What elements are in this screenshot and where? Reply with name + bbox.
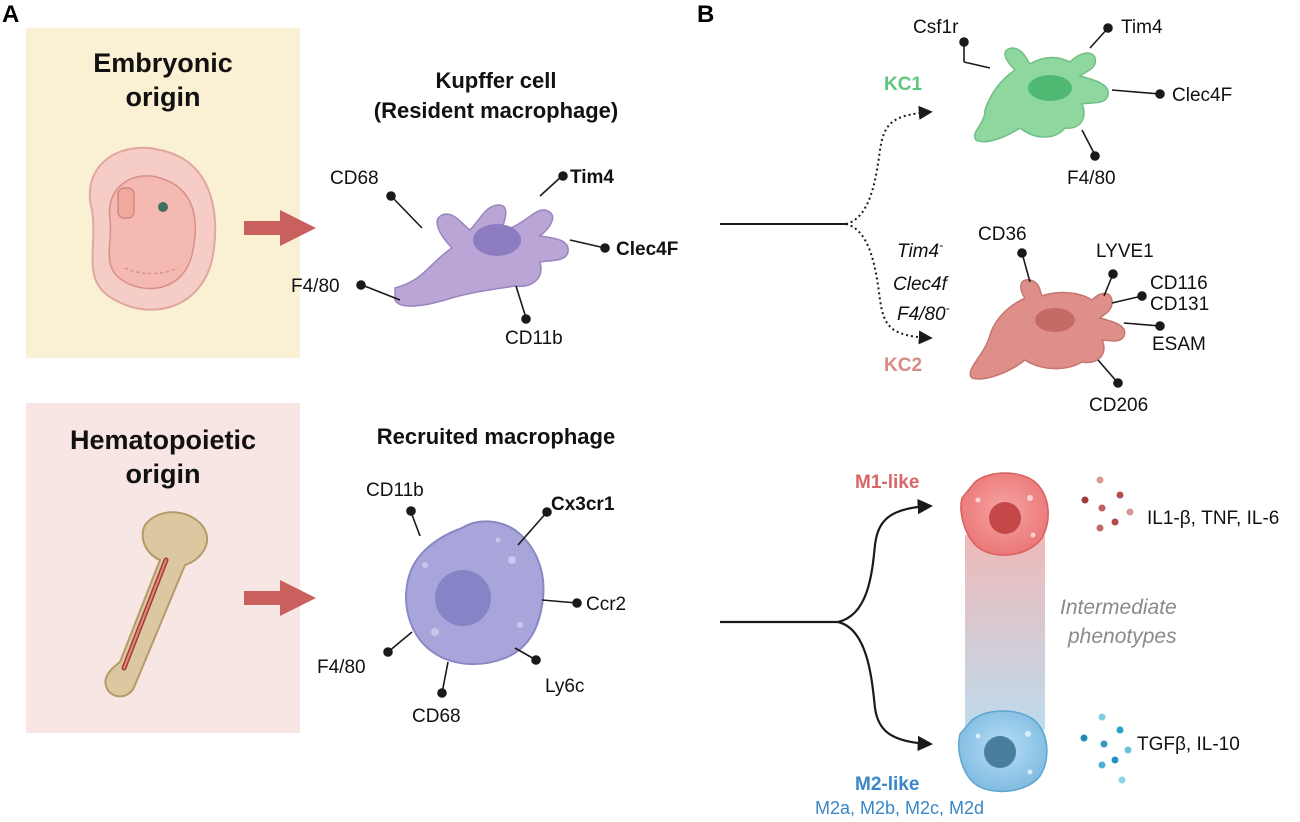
embryo-icon	[89, 146, 217, 311]
m2-cytokine-dots	[1080, 713, 1132, 784]
kc2-marker-lines	[1017, 248, 1165, 388]
panel-label-a: A	[2, 1, 19, 28]
embryonic-title-line2: origin	[126, 82, 201, 112]
kc1-marker-csf1r: Csf1r	[913, 17, 959, 38]
kc2-marker-cd131: CD131	[1150, 294, 1209, 315]
kc2-cell-icon	[969, 279, 1126, 380]
embryonic-arrow	[244, 210, 316, 246]
kc2-marker-cd36: CD36	[978, 224, 1027, 245]
m2-label: M2-like	[855, 774, 919, 795]
kc-branch-connector	[720, 105, 933, 345]
kupffer-marker-clec4f: Clec4F	[616, 239, 678, 260]
kupffer-marker-cd11b: CD11b	[505, 328, 563, 349]
kc2-marker-esam: ESAM	[1152, 334, 1206, 355]
panel-label-b: B	[697, 1, 714, 28]
m1-cytokine-dots	[1081, 476, 1134, 532]
hematopoietic-title-line1: Hematopoietic	[70, 425, 256, 455]
kc1-marker-tim4: Tim4	[1121, 17, 1163, 38]
kupffer-marker-lines	[356, 171, 610, 324]
m1-cytokines: IL1-β, TNF, IL-6	[1147, 508, 1279, 529]
kc2-marker-cd116: CD116	[1150, 273, 1208, 294]
m2-cell-icon	[958, 710, 1048, 793]
kc2-neg-f480-sup: -	[946, 301, 950, 315]
m1-label: M1-like	[855, 472, 919, 493]
kc2-neg-f480: F4/80-	[897, 301, 950, 325]
kc2-neg-tim4-sup: -	[939, 238, 943, 252]
hematopoietic-arrow	[244, 580, 316, 616]
kupffer-title-line1: Kupffer cell	[435, 68, 556, 93]
kc1-cell-icon	[973, 47, 1109, 143]
bone-icon	[104, 511, 208, 698]
kupffer-title-line2: (Resident macrophage)	[374, 98, 619, 123]
kc1-label: KC1	[884, 74, 922, 95]
kc2-neg-tim4-text: Tim4	[897, 241, 939, 262]
kc1-marker-clec4f: Clec4F	[1172, 85, 1232, 106]
recruited-marker-cd11b: CD11b	[366, 480, 424, 501]
kupffer-cell-icon	[394, 204, 569, 307]
recruited-marker-lines	[383, 506, 582, 698]
recruited-marker-cd68: CD68	[412, 706, 461, 727]
m2-subtypes: M2a, M2b, M2c, M2d	[815, 798, 984, 818]
kc2-neg-f480-text: F4/80	[897, 304, 946, 325]
m1-cell-icon	[960, 472, 1049, 556]
recruited-title: Recruited macrophage	[377, 424, 615, 449]
kc2-neg-tim4: Tim4-	[897, 238, 943, 262]
kc1-marker-lines	[959, 23, 1165, 161]
kupffer-marker-tim4: Tim4	[570, 167, 614, 188]
recruited-marker-f480: F4/80	[317, 657, 366, 678]
m2-cytokines: TGFβ, IL-10	[1137, 734, 1240, 755]
m-branch-connector	[720, 498, 934, 752]
hematopoietic-title-line2: origin	[126, 459, 201, 489]
kc2-marker-lyve1: LYVE1	[1096, 241, 1154, 262]
intermediate-line2: phenotypes	[1067, 625, 1177, 648]
embryonic-title-line1: Embryonic	[93, 48, 233, 78]
intermediate-gradient-bar	[965, 535, 1045, 730]
recruited-macrophage-icon	[405, 520, 545, 666]
kc2-neg-clec4f: Clec4f	[893, 274, 949, 295]
kc2-label: KC2	[884, 355, 922, 376]
recruited-marker-cx3cr1: Cx3cr1	[551, 494, 615, 515]
kc2-marker-cd206: CD206	[1089, 395, 1148, 416]
intermediate-line1: Intermediate	[1060, 596, 1177, 619]
recruited-marker-ly6c: Ly6c	[545, 676, 584, 697]
kupffer-marker-f480: F4/80	[291, 276, 340, 297]
kc1-marker-f480: F4/80	[1067, 168, 1116, 189]
kupffer-marker-cd68: CD68	[330, 168, 379, 189]
recruited-marker-ccr2: Ccr2	[586, 594, 626, 615]
